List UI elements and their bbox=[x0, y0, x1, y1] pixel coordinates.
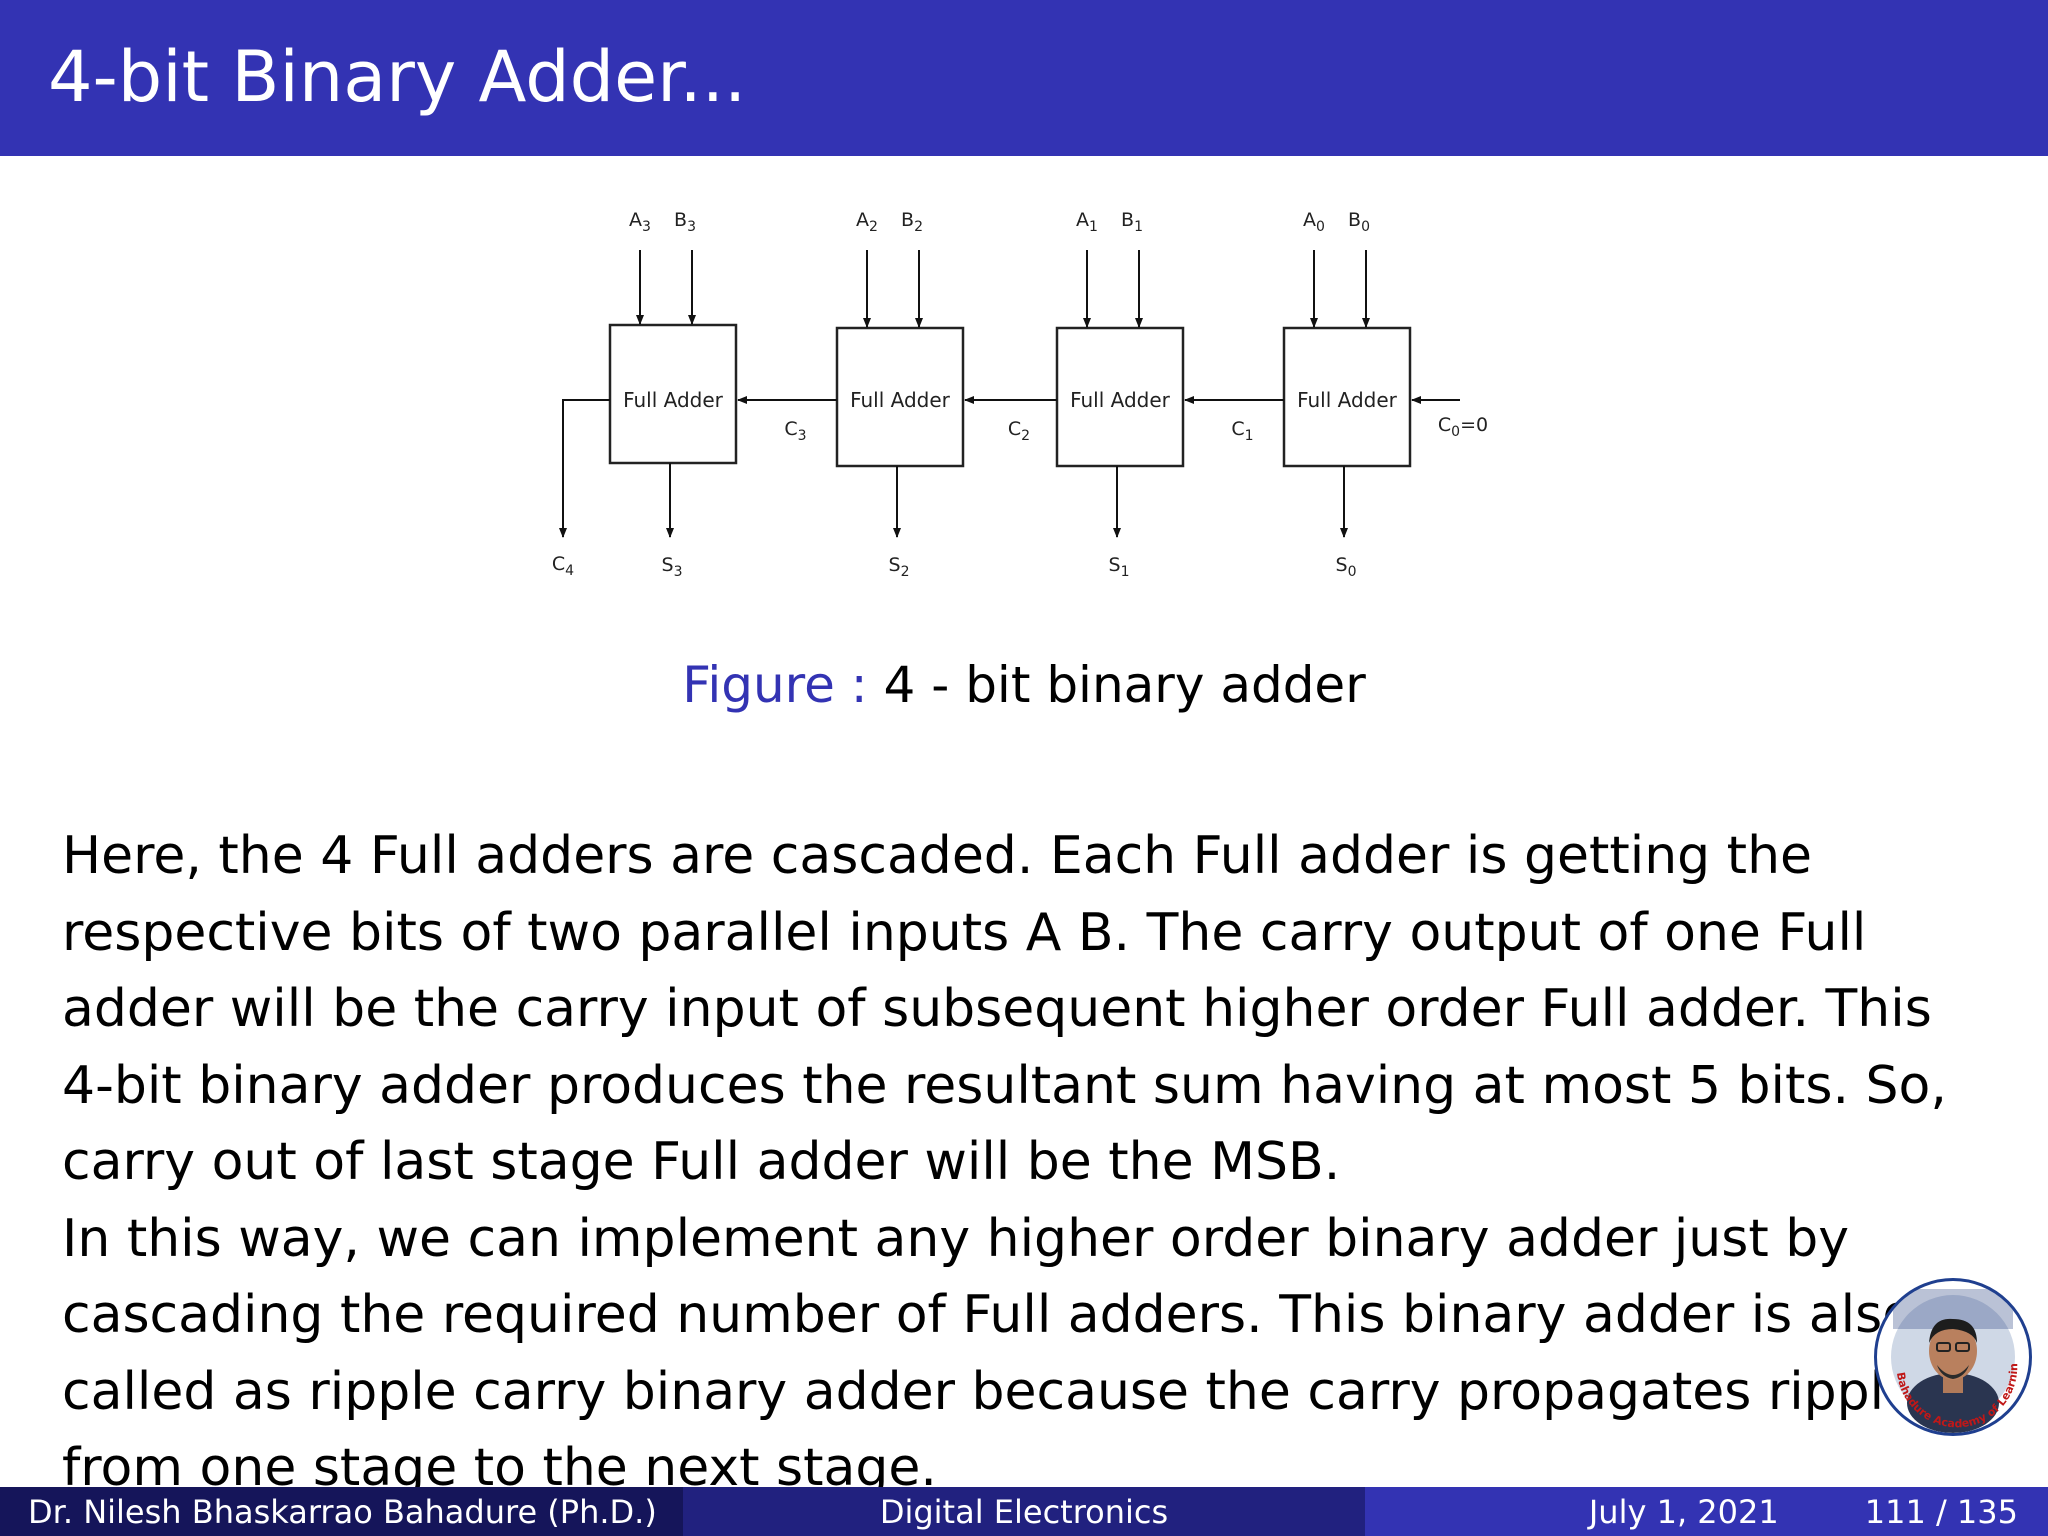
carry-out-arrow bbox=[559, 399, 610, 538]
carry-out-label: C4 bbox=[552, 553, 574, 579]
footer-meta: July 1, 2021 111 / 135 bbox=[1365, 1487, 2048, 1536]
sum-s0-label: S0 bbox=[1336, 554, 1357, 580]
input-a1-label: A1 bbox=[1076, 209, 1098, 235]
footer-author: Dr. Nilesh Bhaskarrao Bahadure (Ph.D.) bbox=[0, 1487, 683, 1536]
sum-s3-label: S3 bbox=[662, 554, 683, 580]
carry-c1-label: C1 bbox=[1231, 418, 1253, 444]
presenter-avatar-image: Bahadure Academy of Learning bbox=[1877, 1281, 2020, 1433]
figure-label: Figure : bbox=[682, 656, 868, 714]
footer-page-number: 111 / 135 bbox=[1864, 1492, 2018, 1531]
figure-caption: Figure : 4 - bit binary adder bbox=[0, 660, 2048, 710]
full-adder-label-3: Full Adder bbox=[623, 388, 724, 412]
input-b1-label: B1 bbox=[1121, 209, 1143, 235]
carry-in-label: C0=0 bbox=[1438, 414, 1488, 440]
carry-c2-label: C2 bbox=[1008, 418, 1030, 444]
full-adder-label-2: Full Adder bbox=[850, 388, 951, 412]
footer-course-text: Digital Electronics bbox=[879, 1492, 1169, 1531]
full-adder-block-3 bbox=[608, 323, 738, 465]
body-paragraph-1: Here, the 4 Full adders are cascaded. Ea… bbox=[62, 826, 1947, 1192]
carry-c3-label: C3 bbox=[784, 418, 806, 444]
sum-s1-label: S1 bbox=[1109, 554, 1130, 580]
full-adder-block-2 bbox=[835, 326, 965, 468]
footer-bar: Dr. Nilesh Bhaskarrao Bahadure (Ph.D.) D… bbox=[0, 1487, 2048, 1536]
slide-title: 4-bit Binary Adder... bbox=[48, 36, 747, 118]
input-b2-label: B2 bbox=[901, 209, 923, 235]
body-paragraph-2: In this way, we can implement any higher… bbox=[62, 1208, 1944, 1499]
footer-course: Digital Electronics bbox=[683, 1487, 1365, 1536]
full-adder-block-1 bbox=[1055, 326, 1185, 468]
input-a0-label: A0 bbox=[1303, 209, 1325, 235]
sum-s2-label: S2 bbox=[889, 554, 910, 580]
presenter-avatar: Bahadure Academy of Learning bbox=[1874, 1278, 2032, 1436]
input-a2-label: A2 bbox=[856, 209, 878, 235]
footer-date: July 1, 2021 bbox=[1588, 1492, 1779, 1531]
full-adder-label-1: Full Adder bbox=[1070, 388, 1171, 412]
input-b0-label: B0 bbox=[1348, 209, 1370, 235]
title-bar: 4-bit Binary Adder... bbox=[0, 0, 2048, 156]
full-adder-label-0: Full Adder bbox=[1297, 388, 1398, 412]
input-a3-label: A3 bbox=[629, 209, 651, 235]
figure-caption-text: 4 - bit binary adder bbox=[883, 656, 1366, 714]
body-text: Here, the 4 Full adders are cascaded. Ea… bbox=[62, 818, 1962, 1507]
input-b3-label: B3 bbox=[674, 209, 696, 235]
footer-author-text: Dr. Nilesh Bhaskarrao Bahadure (Ph.D.) bbox=[28, 1492, 657, 1531]
full-adder-block-0 bbox=[1282, 326, 1412, 468]
